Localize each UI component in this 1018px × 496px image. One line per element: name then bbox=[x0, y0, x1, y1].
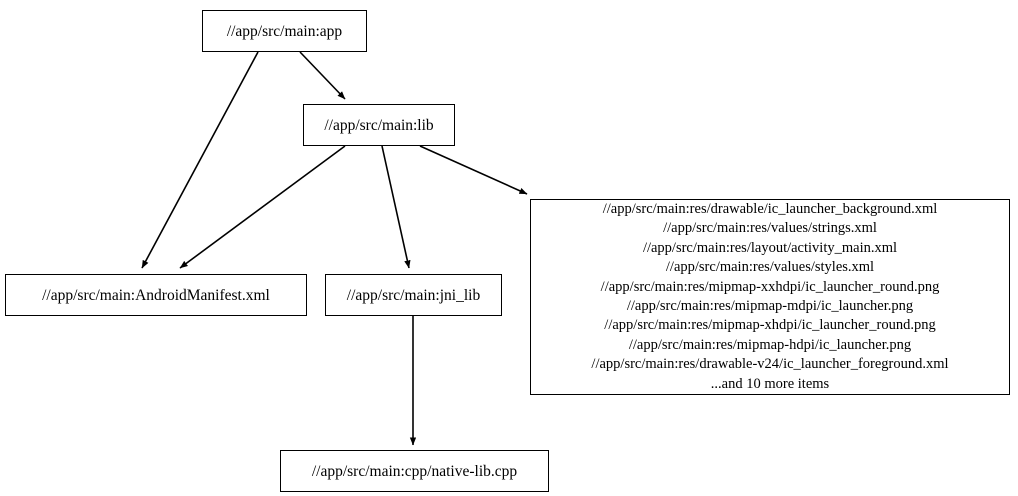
graph-node-resources-label: //app/src/main:res/drawable/ic_launcher_… bbox=[591, 200, 949, 392]
graph-node-lib[interactable]: //app/src/main:lib bbox=[303, 104, 455, 146]
graph-node-lib-label: //app/src/main:lib bbox=[324, 116, 434, 134]
graph-node-native-lib-cpp-label: //app/src/main:cpp/native-lib.cpp bbox=[311, 462, 518, 480]
edge-lib-to-jni-lib bbox=[381, 145, 411, 269]
graph-node-native-lib-cpp[interactable]: //app/src/main:cpp/native-lib.cpp bbox=[280, 450, 549, 492]
edge-app-to-lib bbox=[299, 51, 346, 100]
graph-node-android-manifest[interactable]: //app/src/main:AndroidManifest.xml bbox=[5, 274, 307, 316]
graph-node-jni-lib[interactable]: //app/src/main:jni_lib bbox=[325, 274, 502, 316]
edge-lib-to-resources bbox=[419, 145, 528, 195]
graph-node-resources[interactable]: //app/src/main:res/drawable/ic_launcher_… bbox=[530, 199, 1010, 395]
graph-node-app-label: //app/src/main:app bbox=[226, 22, 343, 40]
graph-node-android-manifest-label: //app/src/main:AndroidManifest.xml bbox=[42, 286, 270, 304]
edge-app-to-manifest bbox=[141, 51, 259, 269]
edge-lib-to-manifest bbox=[179, 145, 346, 269]
graph-node-jni-lib-label: //app/src/main:jni_lib bbox=[346, 286, 481, 304]
graph-node-app[interactable]: //app/src/main:app bbox=[202, 10, 367, 52]
